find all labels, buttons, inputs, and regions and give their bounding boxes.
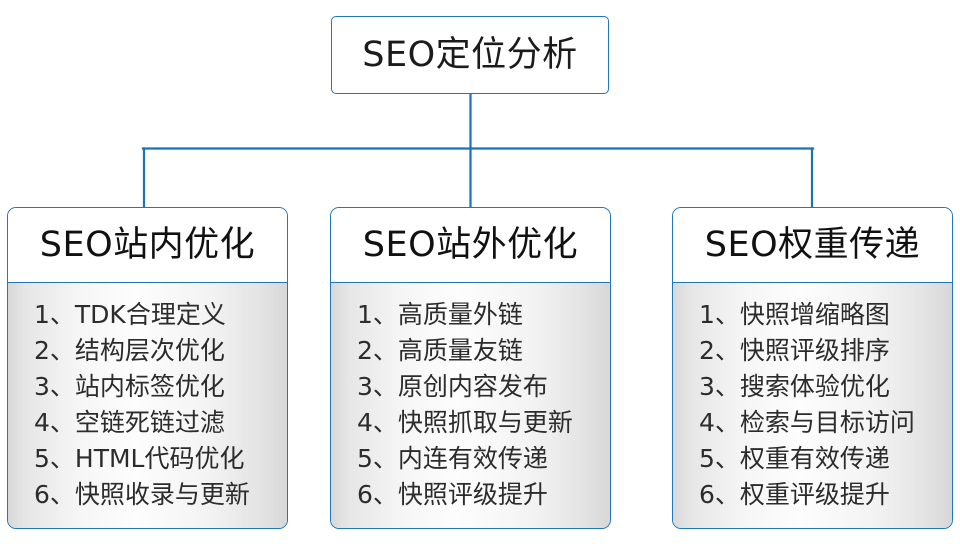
branch-header-label-1: SEO站内优化	[39, 224, 256, 265]
list-item: 1、高质量外链	[357, 300, 523, 329]
list-item: 3、原创内容发布	[357, 372, 548, 401]
branch-column-1[interactable]: SEO站内优化 1、TDK合理定义 2、结构层次优化 3、站内标签优化 4、空链…	[7, 207, 288, 529]
branch-body-1: 1、TDK合理定义 2、结构层次优化 3、站内标签优化 4、空链死链过滤 5、H…	[8, 283, 287, 528]
list-item: 3、搜索体验优化	[699, 372, 890, 401]
list-item: 5、权重有效传递	[699, 444, 890, 473]
branch-body-3: 1、快照增缩略图 2、快照评级排序 3、搜索体验优化 4、检索与目标访问 5、权…	[673, 283, 952, 528]
list-item: 6、快照评级提升	[357, 480, 548, 509]
list-item: 6、快照收录与更新	[34, 480, 250, 509]
branch-item-list-2: 1、高质量外链 2、高质量友链 3、原创内容发布 4、快照抓取与更新 5、内连有…	[331, 297, 610, 513]
list-item: 2、高质量友链	[357, 336, 523, 365]
list-item: 6、权重评级提升	[699, 480, 890, 509]
list-item: 2、结构层次优化	[34, 336, 225, 365]
root-node-label: SEO定位分析	[362, 34, 578, 75]
branch-header-1[interactable]: SEO站内优化	[8, 208, 287, 283]
list-item: 4、空链死链过滤	[34, 408, 225, 437]
list-item: 2、快照评级排序	[699, 336, 890, 365]
list-item: 5、HTML代码优化	[34, 444, 245, 473]
branch-column-3[interactable]: SEO权重传递 1、快照增缩略图 2、快照评级排序 3、搜索体验优化 4、检索与…	[672, 207, 953, 529]
root-node[interactable]: SEO定位分析	[331, 16, 609, 94]
list-item: 4、快照抓取与更新	[357, 408, 573, 437]
branch-item-list-3: 1、快照增缩略图 2、快照评级排序 3、搜索体验优化 4、检索与目标访问 5、权…	[673, 297, 952, 513]
list-item: 1、快照增缩略图	[699, 300, 890, 329]
branch-header-label-2: SEO站外优化	[362, 224, 579, 265]
list-item: 3、站内标签优化	[34, 372, 225, 401]
branch-body-2: 1、高质量外链 2、高质量友链 3、原创内容发布 4、快照抓取与更新 5、内连有…	[331, 283, 610, 528]
branch-item-list-1: 1、TDK合理定义 2、结构层次优化 3、站内标签优化 4、空链死链过滤 5、H…	[8, 297, 287, 513]
branch-column-2[interactable]: SEO站外优化 1、高质量外链 2、高质量友链 3、原创内容发布 4、快照抓取与…	[330, 207, 611, 529]
branch-header-label-3: SEO权重传递	[704, 224, 921, 265]
branch-header-3[interactable]: SEO权重传递	[673, 208, 952, 283]
list-item: 4、检索与目标访问	[699, 408, 915, 437]
branch-header-2[interactable]: SEO站外优化	[331, 208, 610, 283]
list-item: 5、内连有效传递	[357, 444, 548, 473]
list-item: 1、TDK合理定义	[34, 300, 226, 329]
